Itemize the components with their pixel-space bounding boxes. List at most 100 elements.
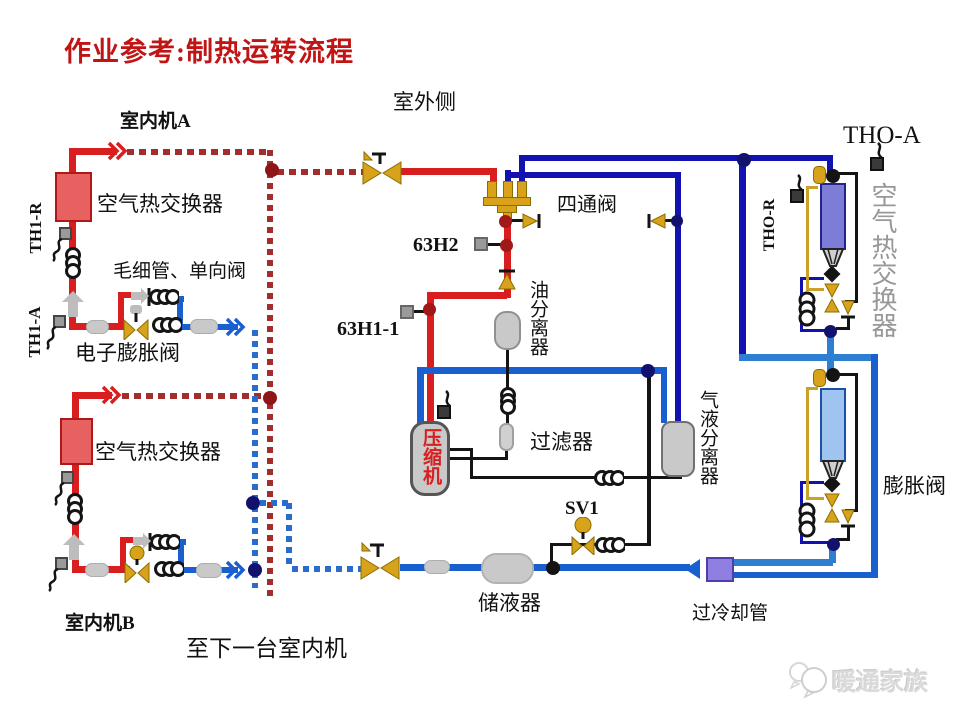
strainer-unitB-blue	[196, 563, 222, 578]
line-checkL-stub	[662, 219, 676, 222]
label-hx-a: 空气热交换器	[97, 192, 223, 216]
pipe-blue-subcool-bottom	[733, 572, 875, 578]
sensor-th1a-icon	[42, 314, 68, 350]
pipe-navy-hxU-drop	[827, 155, 833, 177]
flow-arrow-right-unitA-icon	[130, 287, 150, 305]
junction-navy-topline	[737, 153, 751, 167]
strainer-unitA-blue	[190, 319, 218, 334]
junction-black-hxU-top	[826, 169, 840, 183]
label-filter: 过滤器	[530, 430, 593, 454]
pipe-red-unitB-branch-v	[120, 540, 126, 570]
coil-unitA-main-icon	[152, 314, 184, 336]
strainer-receiver-line	[424, 560, 450, 574]
hxU-capillary-b	[806, 288, 824, 291]
pipe-blue-unitB-2	[218, 567, 238, 573]
pipe-navy-4way-right-up	[519, 157, 525, 184]
pipe-blue-unitB-branch-h	[176, 539, 186, 545]
pipe-blue-suction-v	[417, 367, 424, 423]
pipe-blue-cluster-drop	[829, 545, 836, 563]
hxL-coil-top	[800, 481, 824, 484]
hxU-capillary-t	[806, 186, 818, 189]
heat-exchanger-outdoor-upper	[820, 183, 846, 250]
line-oil-return-h	[470, 476, 682, 479]
hxL-capillary-b	[806, 497, 824, 500]
coil-oil-separator-icon	[495, 387, 521, 415]
hxL-loop-right	[855, 373, 858, 511]
coil-unitB-main-icon	[154, 558, 186, 580]
pipe-blue-suction-h	[417, 367, 667, 374]
line-filter-h	[445, 457, 508, 460]
hxL-sensor-bulb	[813, 369, 826, 387]
sensor-unitB-top-icon	[50, 470, 76, 506]
hxU-loop-drop	[847, 316, 850, 328]
hxL-coil-join	[800, 541, 830, 544]
junction-blue-branch	[246, 496, 260, 510]
hxL-loop-join	[836, 538, 850, 541]
page-title: 作业参考:制热运转流程	[64, 37, 354, 67]
sv1-valve-icon	[570, 516, 596, 557]
hxU-loop-top	[838, 172, 858, 175]
line-oil-return-v	[470, 448, 473, 479]
check-valve-up-icon	[497, 267, 517, 291]
pipe-navy-4way-to-accumulator	[675, 172, 681, 423]
hxL-capillary-t	[806, 387, 818, 390]
hxL-expansion-valve-icon	[823, 493, 841, 523]
hxU-junction-diamond	[823, 265, 841, 283]
label-tho-a: THO-A	[843, 122, 921, 149]
line-oilsep-down2	[506, 412, 509, 425]
hxU-distributor-funnel-icon	[821, 248, 845, 268]
oil-separator-body	[494, 311, 521, 350]
sensor-th1r-icon	[48, 226, 74, 262]
coil-hxL-icon	[794, 502, 820, 538]
pipe-red-gas-header	[396, 168, 497, 175]
service-valve-liquid-icon	[358, 539, 402, 581]
heat-exchanger-a	[55, 172, 92, 222]
wechat-logo-icon	[786, 658, 832, 700]
junction-navy-hxU-bottom	[824, 325, 837, 338]
pipe-blue-unitA-1	[179, 324, 193, 330]
hxL-loop-top	[838, 373, 858, 376]
pipe-blue-unitB-branch-v	[178, 542, 184, 572]
four-way-valve-port-right	[517, 181, 527, 198]
coil-sv1-icon	[595, 534, 627, 556]
pipe-blue-liquid-main	[400, 564, 690, 571]
pipe-blue-right-riser	[871, 354, 878, 578]
label-capillary-check: 毛细管、单向阀	[113, 261, 247, 282]
pipe-red-hxA-top	[69, 148, 117, 155]
hxU-loop-join	[836, 327, 850, 330]
label-compressor: 压缩机	[420, 428, 441, 485]
strainer-unitB-red	[85, 563, 109, 577]
label-hx-right: 空气热交换器	[868, 182, 897, 338]
watermark-text: 暖通家族	[832, 670, 928, 696]
chevron-red-unitB-icon	[100, 385, 124, 405]
eev-unitB-icon	[123, 545, 151, 585]
receiver-body	[481, 553, 534, 584]
chevron-blue-unitB-icon	[224, 560, 248, 580]
sensor-tho-a-icon	[864, 140, 890, 174]
flow-arrow-up-unitA-icon	[61, 290, 85, 318]
chevron-red-unitA-icon	[106, 141, 130, 161]
pipe-blue-dashed-1	[260, 500, 290, 506]
label-oil-separator: 油分离器	[527, 280, 548, 356]
hxL-loop-drop	[847, 525, 850, 540]
label-gas-liquid-separator: 气液分离器	[697, 390, 718, 485]
label-sv1: SV1	[565, 498, 599, 519]
four-way-valve-port-mid	[503, 181, 513, 198]
junction-red-63h1	[423, 303, 436, 316]
coil-unitB-red-icon	[63, 493, 87, 525]
pipe-navy-top-line	[519, 155, 833, 161]
pipe-blue-dashed-3	[292, 566, 362, 572]
hxU-coil-top	[800, 277, 824, 280]
label-expansion-valve: 膨胀阀	[883, 474, 946, 498]
hxU-sensor-bulb	[813, 166, 826, 184]
junction-blue-unitB	[248, 563, 262, 577]
subcooler-body	[706, 557, 734, 582]
coil-unitB-branch-icon	[148, 531, 182, 553]
line-filter-v	[505, 449, 508, 460]
pipe-red-unitA-branch-h	[118, 292, 140, 298]
pipe-blue-mid-line	[739, 354, 878, 361]
label-63h1-1: 63H1-1	[337, 318, 400, 340]
label-hx-b: 空气热交换器	[95, 440, 221, 464]
label-63h2: 63H2	[413, 234, 459, 256]
